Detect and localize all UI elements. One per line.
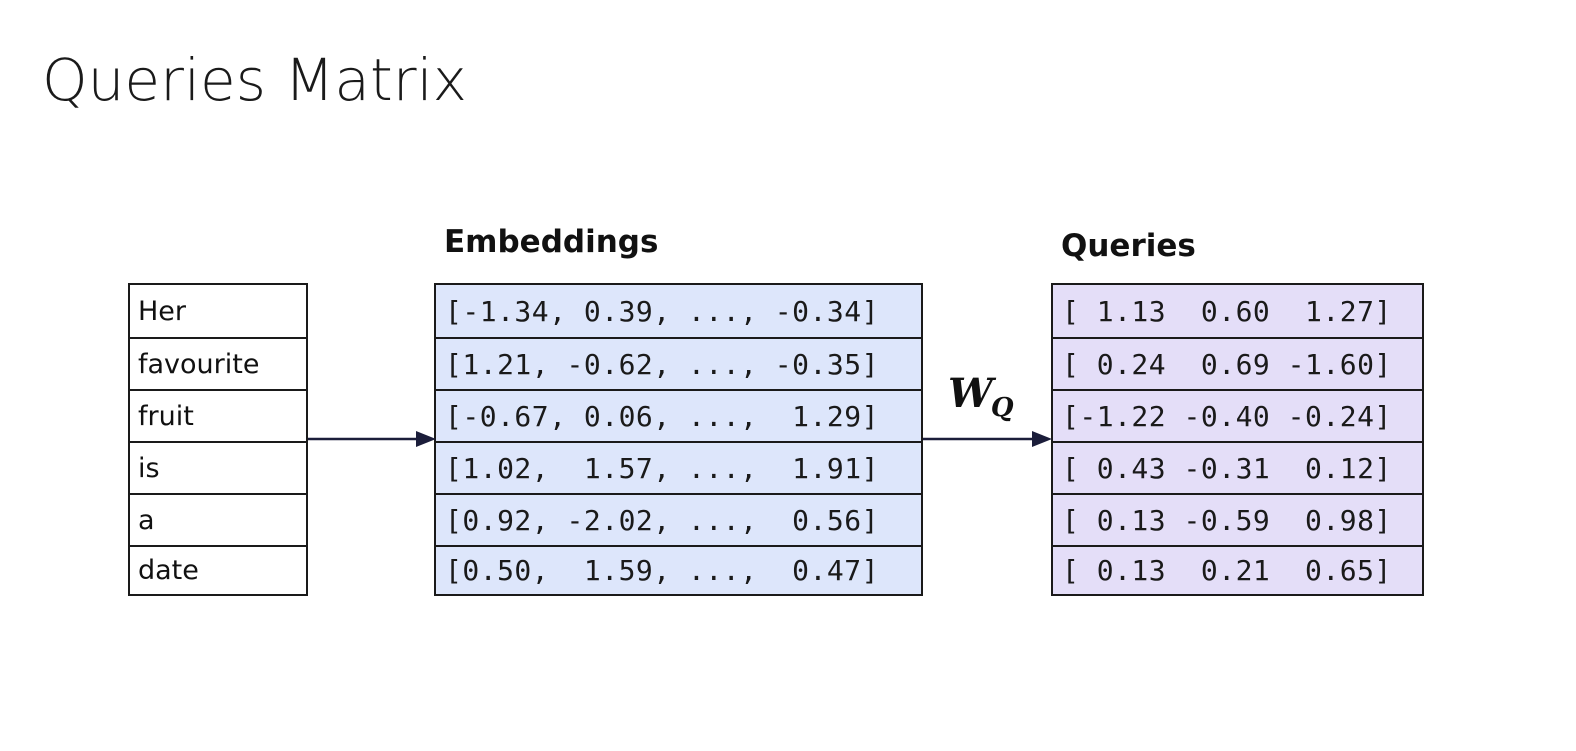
embedding-row: [0.92, -2.02, ..., 0.56] bbox=[436, 493, 921, 545]
query-row: [ 0.24 0.69 -1.60] bbox=[1053, 337, 1422, 389]
embedding-row: [-1.34, 0.39, ..., -0.34] bbox=[445, 294, 879, 328]
token-row: is bbox=[130, 441, 306, 493]
embedding-row: [0.50, 1.59, ..., 0.47] bbox=[436, 545, 921, 594]
embedding-row: [1.21, -0.62, ..., -0.35] bbox=[436, 337, 921, 389]
query-row: [-1.22 -0.40 -0.24] bbox=[1053, 389, 1422, 441]
weight-subscript: Q bbox=[990, 393, 1014, 423]
query-row: [ 0.13 0.21 0.65] bbox=[1053, 545, 1422, 594]
embeddings-matrix: [-1.34, 0.39, ..., -0.34] [1.21, -0.62, … bbox=[434, 283, 923, 596]
weight-symbol: W bbox=[948, 370, 993, 417]
page-title: Queries Matrix bbox=[42, 46, 468, 114]
queries-label: Queries bbox=[1061, 228, 1196, 264]
queries-matrix: [ 1.13 0.60 1.27] [ 0.24 0.69 -1.60] [-1… bbox=[1051, 283, 1424, 596]
embeddings-to-queries-arrow bbox=[923, 431, 1052, 447]
query-row: [ 1.13 0.60 1.27] bbox=[1062, 294, 1392, 328]
tokens-to-embeddings-arrow bbox=[308, 431, 436, 447]
embedding-row: [1.02, 1.57, ..., 1.91] bbox=[436, 441, 921, 493]
token-row: Her bbox=[138, 295, 187, 327]
token-row: fruit bbox=[130, 389, 306, 441]
embeddings-label: Embeddings bbox=[444, 224, 659, 260]
tokens-column: Her favourite fruit is a date bbox=[128, 283, 308, 596]
embedding-row: [-0.67, 0.06, ..., 1.29] bbox=[436, 389, 921, 441]
token-row: date bbox=[130, 545, 306, 594]
token-row: a bbox=[130, 493, 306, 545]
weight-matrix-label: WQ bbox=[948, 372, 1014, 430]
query-row: [ 0.43 -0.31 0.12] bbox=[1053, 441, 1422, 493]
query-row: [ 0.13 -0.59 0.98] bbox=[1053, 493, 1422, 545]
token-row: favourite bbox=[130, 337, 306, 389]
